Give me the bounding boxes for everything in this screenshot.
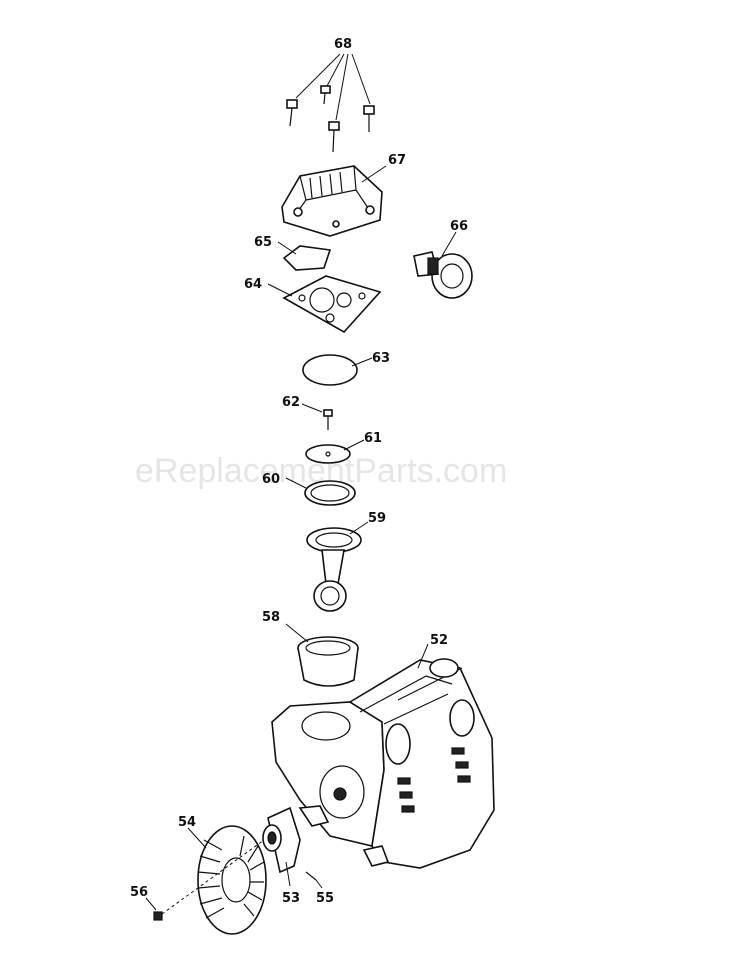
callout-65: 65 [254,235,272,250]
part-54-fan [187,825,267,935]
callout-52: 52 [430,633,448,648]
part-62-screw [301,403,333,430]
part-68-bolts [286,53,375,153]
part-67-cylinder-head [281,165,387,237]
callout-59: 59 [368,511,386,526]
callout-63: 63 [372,351,390,366]
part-58-cylinder-sleeve [285,623,359,687]
part-53-bearing [262,806,301,887]
part-60-piston-ring [285,477,356,506]
part-63-o-ring [302,354,373,386]
part-55-key [305,871,323,889]
callout-61: 61 [364,431,382,446]
callout-55: 55 [316,891,334,906]
callout-67: 67 [388,153,406,168]
part-66-fitting [413,231,473,299]
part-59-connecting-rod [306,521,369,612]
callout-56: 56 [130,885,148,900]
callout-53: 53 [282,891,300,906]
callout-54: 54 [178,815,196,830]
part-56-screw [145,839,265,921]
callout-68: 68 [334,37,352,52]
callout-62: 62 [282,395,300,410]
callout-66: 66 [450,219,468,234]
part-65-gasket [277,241,332,271]
part-52-motor-crankcase [271,643,495,869]
part-61-valve-disc [305,439,365,464]
callout-58: 58 [262,610,280,625]
callout-64: 64 [244,277,262,292]
part-64-valve-plate [267,275,382,334]
callout-60: 60 [262,472,280,487]
